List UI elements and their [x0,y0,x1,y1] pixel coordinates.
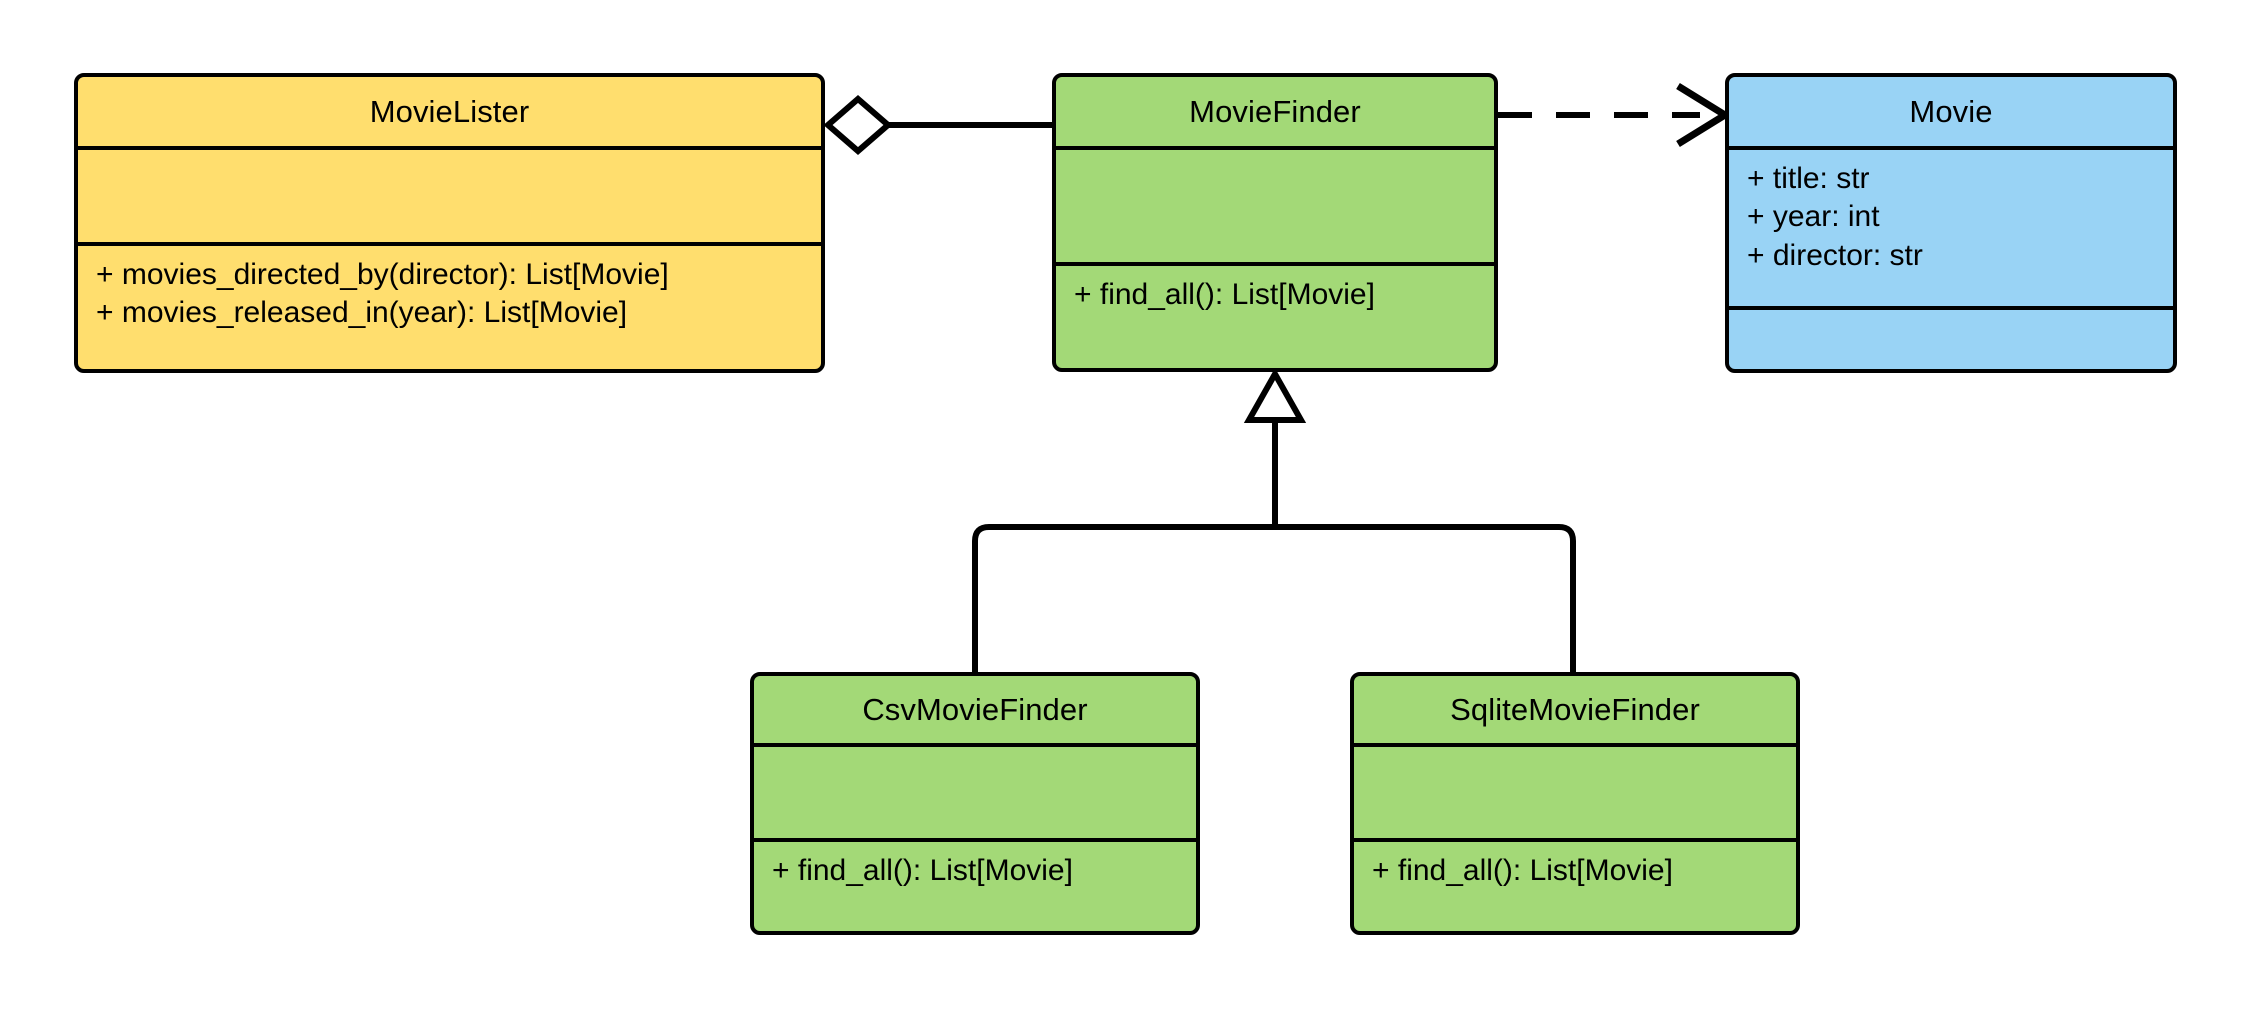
class-box-movie[interactable]: Movie + title: str + year: int + directo… [1725,73,2177,373]
method-item: + movies_released_in(year): List[Movie] [96,296,628,330]
attributes-compartment-movie-finder [1056,146,1494,262]
class-name-movie-finder: MovieFinder [1189,93,1361,129]
methods-compartment-movie-lister: + movies_directed_by(director): List[Mov… [78,242,821,369]
methods-compartment-movie [1729,306,2173,369]
class-box-movie-finder[interactable]: MovieFinder + find_all(): List[Movie] [1052,73,1498,372]
open-arrow-icon [1676,83,1732,147]
class-box-csv-movie-finder[interactable]: CsvMovieFinder + find_all(): List[Movie] [750,672,1200,935]
method-item: + find_all(): List[Movie] [772,854,1073,887]
class-box-movie-lister[interactable]: MovieLister + movies_directed_by(directo… [74,73,825,373]
attributes-compartment-csv-movie-finder [754,743,1196,838]
attributes-compartment-movie: + title: str + year: int + director: str [1729,146,2173,306]
method-item: + find_all(): List[Movie] [1074,278,1375,311]
class-box-sqlite-movie-finder[interactable]: SqliteMovieFinder + find_all(): List[Mov… [1350,672,1800,935]
methods-compartment-movie-finder: + find_all(): List[Movie] [1056,262,1494,368]
method-item: + find_all(): List[Movie] [1372,854,1673,887]
attribute-item: + director: str [1747,238,1923,272]
methods-compartment-sqlite-movie-finder: + find_all(): List[Movie] [1354,838,1796,931]
attributes-compartment-sqlite-movie-finder [1354,743,1796,838]
methods-compartment-csv-movie-finder: + find_all(): List[Movie] [754,838,1196,931]
aggregation-lister-to-finder [823,95,1052,155]
attributes-compartment-movie-lister [78,146,821,242]
method-item: + movies_directed_by(director): List[Mov… [96,258,669,291]
hollow-triangle-icon [1243,367,1307,423]
class-name-movie-lister: MovieLister [369,93,530,129]
dependency-finder-to-movie [1498,83,1732,147]
class-name-sqlite-movie-finder: SqliteMovieFinder [1450,691,1700,727]
generalization-branch-path [972,524,1576,672]
attribute-item: + year: int [1747,200,1880,234]
generalization-tree [972,367,1576,672]
attribute-item: + title: str [1747,162,1870,195]
class-name-csv-movie-finder: CsvMovieFinder [862,691,1088,727]
hollow-diamond-icon [823,95,893,155]
class-name-movie: Movie [1909,93,1993,129]
